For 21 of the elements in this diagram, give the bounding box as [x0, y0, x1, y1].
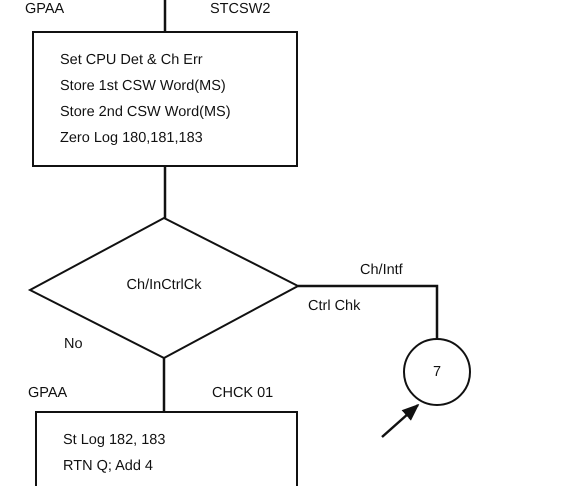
node-text: St Log 182, 183 — [63, 431, 166, 450]
connector-circle — [403, 338, 471, 406]
node-text: RTN Q; Add 4 — [63, 457, 153, 476]
node-text: 7 — [432, 363, 442, 382]
arrow — [381, 404, 420, 438]
module-name: CHCK 01 — [212, 385, 274, 401]
connector-line — [164, 167, 166, 218]
node-text: Store 1st CSW Word(MS) — [60, 77, 226, 96]
node-text: Zero Log 180,181,183 — [60, 129, 203, 148]
connector-line — [162, 358, 166, 411]
connector-line — [164, 0, 166, 31]
node-text: Set CPU Det & Ch Err — [60, 51, 203, 70]
module-name: GPAA — [25, 1, 64, 17]
process-box — [32, 31, 298, 167]
node-text: Store 2nd CSW Word(MS) — [60, 103, 231, 122]
connector-line — [298, 284, 438, 338]
node-text: Ch/InCtrlCk — [126, 276, 202, 295]
module-name: GPAA — [28, 385, 68, 401]
module-name: STCSW2 — [210, 1, 270, 17]
process-box — [35, 411, 298, 486]
decision-diamond — [30, 218, 298, 358]
